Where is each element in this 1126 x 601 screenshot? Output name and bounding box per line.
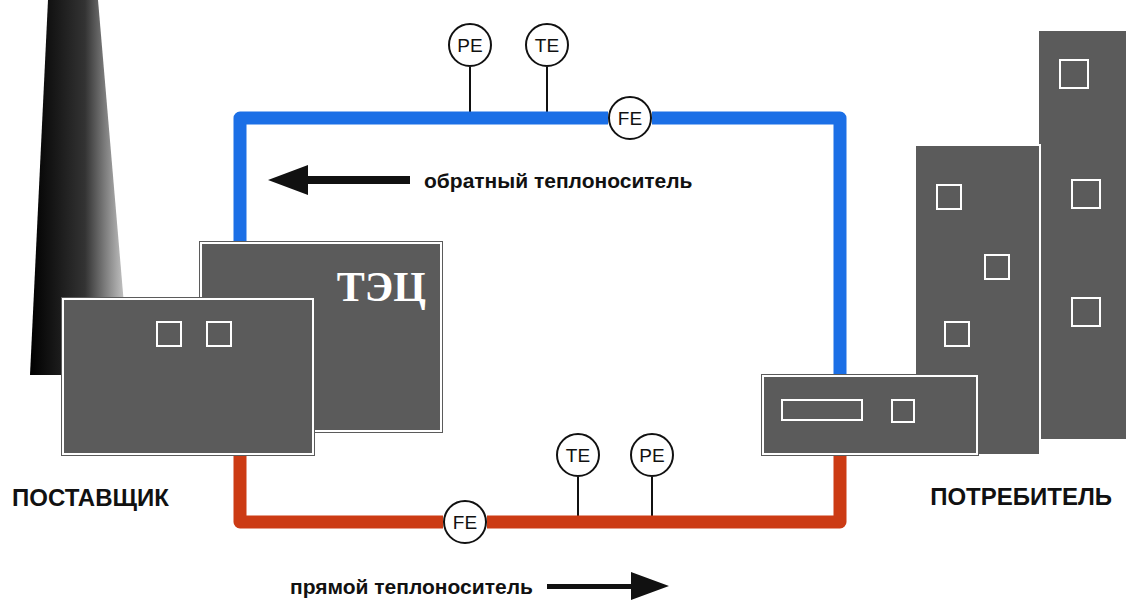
flow-caption: прямой теплоноситель <box>290 576 533 597</box>
heading: ПОТРЕБИТЕЛЬ <box>930 485 1112 509</box>
consumer-building: ПОТРЕБИТЕЛЬ <box>762 375 978 455</box>
temperature-sensor: TE <box>525 23 569 67</box>
windows <box>937 60 1100 346</box>
window <box>207 322 231 346</box>
sensor-code: FE <box>453 513 477 532</box>
sensor-code: FE <box>618 109 642 128</box>
pipe <box>652 118 840 375</box>
sensor-code: TE <box>535 36 559 55</box>
pressure-sensor: PE <box>630 433 674 477</box>
flow-sensor: FE <box>443 500 487 544</box>
sensor-code: PE <box>457 36 482 55</box>
sensor-stems <box>470 67 652 516</box>
consumer-tower <box>1038 30 1126 440</box>
windows <box>64 300 312 453</box>
sensor-code: PE <box>639 446 664 465</box>
flow-arrow <box>547 572 669 600</box>
plant-name: ТЭЦ <box>337 266 426 308</box>
sensor-code: TE <box>566 446 590 465</box>
windows <box>764 377 976 453</box>
window <box>157 322 181 346</box>
window <box>782 400 862 420</box>
pressure-sensor: PE <box>448 23 492 67</box>
pipe <box>240 455 443 522</box>
flow-label: обратный теплоноситель <box>268 165 693 195</box>
flow-arrow <box>268 165 410 195</box>
flow-label: прямой теплоноситель <box>290 572 669 600</box>
temperature-sensor: TE <box>556 433 600 477</box>
window <box>892 400 914 422</box>
flow-caption: обратный теплоноситель <box>424 170 693 191</box>
supplier-building: ПОСТАВЩИК <box>62 298 314 455</box>
flow-sensor: FE <box>608 96 652 140</box>
heading: ПОСТАВЩИК <box>12 486 169 510</box>
